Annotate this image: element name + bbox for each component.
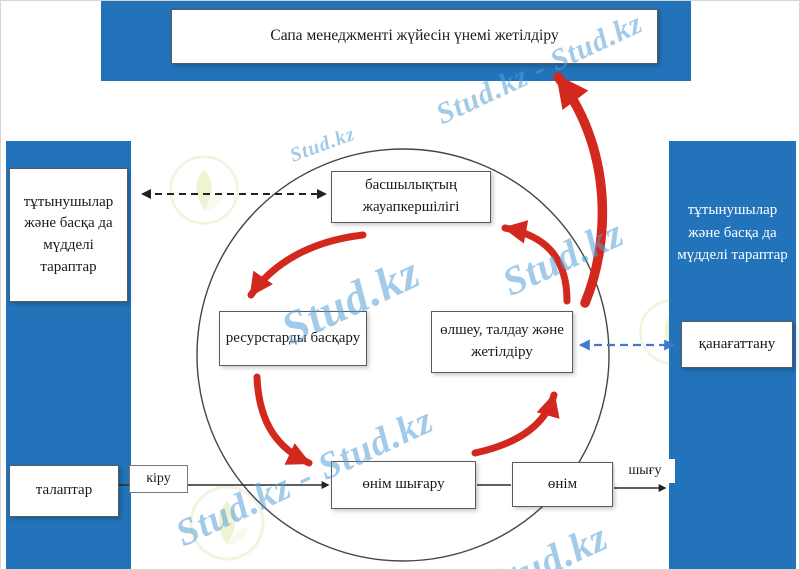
product-realization-box: өнім шығару: [331, 461, 476, 509]
red-cycle-arrows: [247, 72, 608, 467]
resource-management-label: ресурстарды басқару: [225, 329, 361, 346]
studkz-logo-watermark: [169, 155, 239, 225]
output-label-box: шығу: [615, 459, 675, 483]
arrow-production-to-measurement: [471, 391, 560, 457]
banner-title: Сапа менеджменті жүйесін үнемі жетілдіру: [270, 27, 559, 45]
management-responsibility-box: басшылықтың жауапкершілігі: [331, 171, 491, 223]
watermark-text: Stud.kz: [287, 122, 359, 167]
satisfaction-box: қанағаттану: [681, 321, 793, 368]
input-label: кіру: [146, 470, 171, 486]
measurement-analysis-label: өлшеу, талдау және жетілдіру: [440, 322, 564, 360]
satisfaction-label: қанағаттану: [698, 335, 776, 352]
input-label-box: кіру: [129, 465, 188, 493]
arrow-management-to-resources: [247, 231, 367, 299]
product-label: өнім: [547, 475, 578, 492]
watermark-text: Stud.kz: [479, 513, 615, 570]
product-realization-label: өнім шығару: [362, 476, 445, 493]
arrow-resources-to-production: [253, 373, 313, 467]
arrow-cycle-to-improvement-banner: [553, 72, 608, 308]
output-label: шығу: [628, 462, 662, 478]
banner-title-box: Сапа менеджменті жүйесін үнемі жетілдіру: [171, 9, 658, 64]
product-box: өнім: [512, 462, 613, 507]
arrow-measurement-to-management: [501, 220, 571, 305]
left-stakeholders-label: тұтынушылар және басқа да мүдделі тарапт…: [23, 193, 114, 275]
resource-management-box: ресурстарды басқару: [219, 311, 367, 366]
left-stakeholders-box: тұтынушылар және басқа да мүдделі тарапт…: [9, 168, 128, 302]
requirements-label: талаптар: [35, 482, 93, 499]
measurement-analysis-box: өлшеу, талдау және жетілдіру: [431, 311, 573, 373]
watermark-text: Stud.kz: [495, 209, 631, 305]
studkz-logo-watermark: [189, 485, 265, 561]
management-responsibility-label: басшылықтың жауапкершілігі: [362, 177, 460, 215]
requirements-box: талаптар: [9, 465, 119, 517]
right-stakeholders-label: тұтынушылар және басқа да мүдделі тарапт…: [677, 202, 788, 263]
